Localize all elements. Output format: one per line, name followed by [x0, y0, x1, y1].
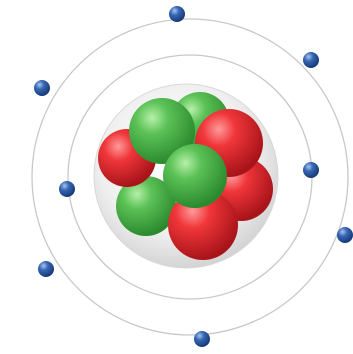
electron: [194, 331, 210, 347]
electron: [34, 80, 50, 96]
electron: [38, 261, 54, 277]
electron: [59, 181, 75, 197]
electron: [303, 52, 319, 68]
electron: [303, 162, 319, 178]
nucleus: [94, 84, 278, 268]
electron: [169, 6, 185, 22]
electron: [337, 227, 353, 243]
neutron: [163, 144, 227, 208]
